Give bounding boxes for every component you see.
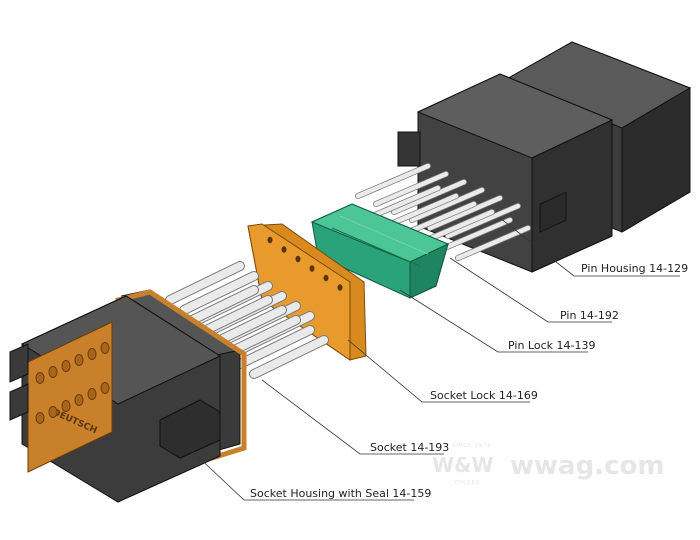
label-socket: Socket 14-193 <box>370 441 449 454</box>
pin-contact <box>409 187 485 223</box>
seal-cavity <box>87 388 97 400</box>
leader-pin-housing <box>499 217 680 277</box>
watermark-site: wwag.com <box>510 451 664 481</box>
seal-cavity <box>100 342 110 354</box>
pin-contact <box>445 203 521 239</box>
socket-housing: DEUTSCH <box>9 289 247 503</box>
lock-hole <box>337 284 343 291</box>
socket-contact <box>193 295 273 339</box>
pin-contact <box>455 225 531 261</box>
leader-socket <box>261 379 444 455</box>
label-pin-housing: Pin Housing 14-129 <box>581 262 688 275</box>
pin-contact <box>427 195 503 231</box>
watermark-cycles: CYCLES <box>455 480 480 486</box>
watermark-since: SINCE 1979 <box>452 443 491 449</box>
label-pin-lock: Pin Lock 14-139 <box>508 339 595 352</box>
lock-hole <box>309 265 315 272</box>
pin-contact <box>355 163 431 199</box>
label-socket-housing: Socket Housing with Seal 14-159 <box>250 487 431 500</box>
leader-pin <box>449 257 612 323</box>
pin-housing <box>397 41 692 273</box>
socket-housing-cavities <box>35 342 110 424</box>
leader-socket-housing <box>175 435 414 501</box>
socket-contacts <box>165 261 329 379</box>
lock-hole <box>267 236 273 244</box>
pin-contact <box>419 209 495 245</box>
socket-contact <box>235 325 315 369</box>
socket-lock-holes <box>267 236 343 291</box>
leader-pin-lock <box>399 289 588 353</box>
pin-contact <box>391 179 467 215</box>
pin-contact <box>373 171 449 207</box>
socket-contact <box>179 285 259 329</box>
label-pin: Pin 14-192 <box>560 309 619 322</box>
pin-contact <box>401 201 477 237</box>
seal-cavity <box>74 394 84 406</box>
pin-contacts <box>355 163 531 261</box>
seal-cavity <box>87 348 97 360</box>
seal-cavity <box>100 382 110 394</box>
part-labels: Pin Housing 14-129 Pin 14-192 Pin Lock 1… <box>250 262 688 500</box>
seal-cavity <box>61 360 71 372</box>
seal-cavity <box>35 372 45 384</box>
pin-lock <box>310 203 450 299</box>
pin-contact <box>365 185 441 221</box>
socket-contact <box>165 261 245 305</box>
seal-cavity <box>74 354 84 366</box>
label-socket-lock: Socket Lock 14-169 <box>430 389 538 402</box>
socket-contact <box>179 271 259 315</box>
leader-socket-lock <box>347 339 530 403</box>
lock-hole <box>323 274 329 282</box>
lock-hole <box>281 246 287 253</box>
pin-contact <box>437 217 513 253</box>
socket-contact <box>249 335 329 379</box>
seal-cavity <box>61 400 71 412</box>
seal-cavity <box>48 366 58 378</box>
watermark-logo: W&W <box>432 453 494 477</box>
leader-lines <box>175 217 680 501</box>
lock-hole <box>295 255 301 263</box>
seal-cavity <box>35 412 45 424</box>
seal-cavity <box>48 406 58 418</box>
watermark: SINCE 1979 W&W wwag.com CYCLES <box>432 443 664 486</box>
pin-contact <box>383 193 459 229</box>
